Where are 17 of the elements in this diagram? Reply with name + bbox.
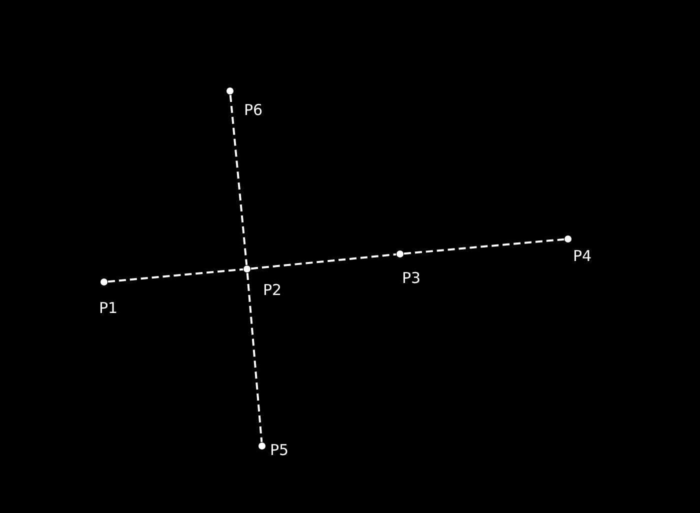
- point-marker: [244, 266, 250, 272]
- point-marker: [258, 442, 266, 450]
- point-label: P2: [263, 281, 282, 299]
- point-marker: [396, 250, 404, 258]
- point-marker: [100, 278, 108, 286]
- point-label: P5: [270, 441, 289, 459]
- point-label: P3: [402, 269, 421, 287]
- dashed-line: [246, 272, 263, 442]
- point-label: P1: [99, 299, 118, 317]
- dashed-line: [404, 238, 564, 255]
- point-marker: [226, 88, 234, 94]
- dashed-line: [250, 253, 396, 270]
- point-marker: [564, 236, 572, 242]
- point-label: P4: [573, 247, 592, 265]
- dashed-line: [108, 268, 244, 283]
- dashed-line: [229, 94, 248, 266]
- point-label: P6: [244, 101, 263, 119]
